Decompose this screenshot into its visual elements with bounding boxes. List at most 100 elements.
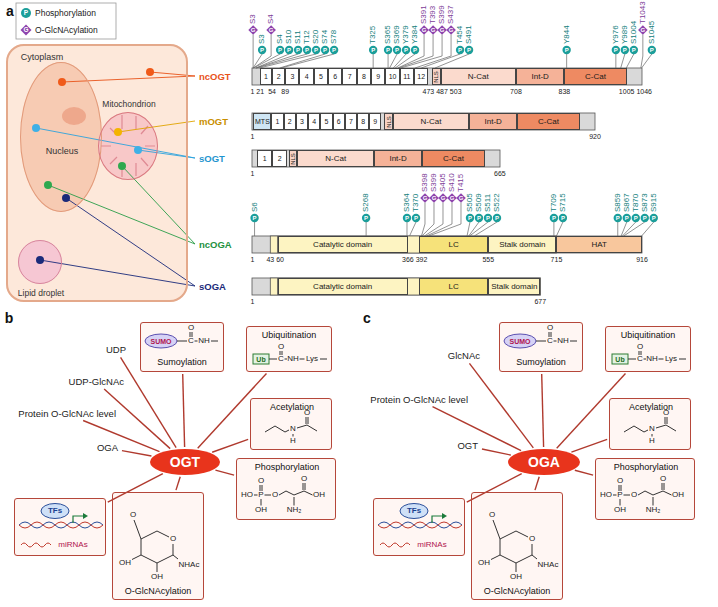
site-stem (626, 54, 634, 68)
node-text: NLS (433, 71, 439, 83)
marker-letter: P (565, 47, 569, 53)
site-stem (615, 54, 616, 68)
site-marker (614, 214, 622, 222)
node-text: 1 (263, 155, 267, 162)
domain-box: Stalk domain (488, 278, 540, 295)
node-text: NH (646, 355, 658, 363)
site-marker (456, 46, 464, 54)
node-text: O (489, 511, 495, 519)
marker-letter: P (414, 215, 418, 221)
site-stem (621, 54, 625, 68)
spoke-line (467, 474, 522, 503)
residue-number: 665 (494, 170, 506, 177)
site-marker (412, 214, 420, 222)
site-label: S867 (623, 193, 631, 212)
node-text: 3 (290, 73, 294, 80)
node-text: OGT (457, 441, 478, 451)
node-text: O (637, 343, 643, 351)
node-text: Cytoplasm (21, 53, 64, 62)
residue-number: 1005 (619, 88, 635, 95)
marker-letter: G (423, 195, 428, 201)
node-text: NLS (290, 153, 296, 165)
site-stem (256, 54, 289, 68)
site-stem (256, 54, 298, 68)
site-marker (438, 193, 448, 203)
node-text: OGA (97, 443, 118, 453)
site-label: Y384 (411, 25, 419, 44)
node-text: N (290, 425, 296, 433)
residue-number: 366 (402, 256, 414, 263)
node-text: SUMO (151, 338, 172, 345)
domain-box: Int-D (469, 113, 517, 130)
marker-letter: P (371, 47, 375, 53)
modification-box: AcetylationNHO (609, 398, 691, 450)
spoke-line (122, 451, 151, 456)
residue-number: 920 (589, 133, 601, 140)
domain-box: N-Cat (297, 150, 373, 167)
site-stem (366, 222, 367, 236)
node-text: 11 (403, 73, 410, 80)
site-marker (294, 46, 302, 54)
node-text: 6 (337, 118, 341, 125)
site-marker (456, 193, 466, 203)
domain-box: Catalytic domain (278, 236, 408, 253)
node-text: O-GlcNAcylation (125, 587, 192, 596)
chemistry-drawings (373, 322, 695, 600)
residue-number: 43 (266, 256, 274, 263)
node-text: O (278, 343, 284, 351)
residue-number: 715 (551, 256, 563, 263)
modification-box: TFsmiRNAs (14, 498, 106, 556)
domain-box: 6 (328, 68, 342, 85)
site-label: S6 (251, 202, 259, 212)
site-label: T12 (303, 30, 311, 44)
site-label: S405 (439, 173, 447, 192)
node-text: Phosphorylation (255, 463, 320, 472)
marker-letter: G (431, 27, 436, 33)
modification-box: SUMOOCNHSumoylation (140, 322, 224, 372)
node-text: O (547, 324, 553, 332)
node-text: O (631, 491, 637, 499)
node-text: Stalk domain (499, 241, 545, 249)
node-text: 9 (376, 73, 380, 80)
spoke-line (433, 407, 522, 451)
node-text: O (272, 491, 278, 499)
spoke-line (176, 477, 180, 490)
site-marker (484, 214, 492, 222)
text-node: Protein O-GlcNAc level (368, 394, 470, 406)
node-text: 8 (362, 73, 366, 80)
site-label: S399 (438, 5, 446, 24)
text-node: UDP (104, 344, 128, 356)
site-marker (258, 46, 266, 54)
site-label: T870 (632, 194, 640, 212)
site-label: S11 (294, 30, 302, 44)
marker-letter: P (287, 47, 291, 53)
node-text: NLS (385, 116, 391, 128)
node-text: miRNAs (417, 541, 446, 549)
marker-letter: P (486, 215, 490, 221)
chemistry-drawings (14, 322, 336, 600)
site-stem (553, 222, 554, 236)
domain-box: 1 (271, 113, 283, 130)
site-marker (393, 46, 401, 54)
residue-number: 1 (250, 256, 254, 263)
site-label: Y976 (612, 25, 620, 44)
domain-box: 9 (371, 68, 385, 85)
marker-letter: P (650, 47, 654, 53)
site-marker (475, 214, 483, 222)
site-label: T454 (456, 26, 464, 44)
site-marker (446, 25, 456, 35)
node-text: N-Cat (325, 155, 346, 163)
marker-letter: P (395, 47, 399, 53)
organelle: Lipid droplet (18, 240, 62, 284)
node-text: 4 (312, 118, 316, 125)
node-text: Protein O-GlcNAc level (370, 395, 468, 405)
node-text: LC (448, 283, 458, 291)
node-text: O-GlcNAcylation (484, 587, 551, 596)
cell-region: NucleusMitochondrionLipid dropletCytopla… (6, 44, 188, 302)
organelle: Mitochondrion (98, 112, 158, 180)
spoke-line (212, 439, 248, 452)
node-text: C-Cat (585, 73, 606, 81)
residue-number: 473 (422, 88, 434, 95)
node-text: Catalytic domain (313, 241, 372, 249)
